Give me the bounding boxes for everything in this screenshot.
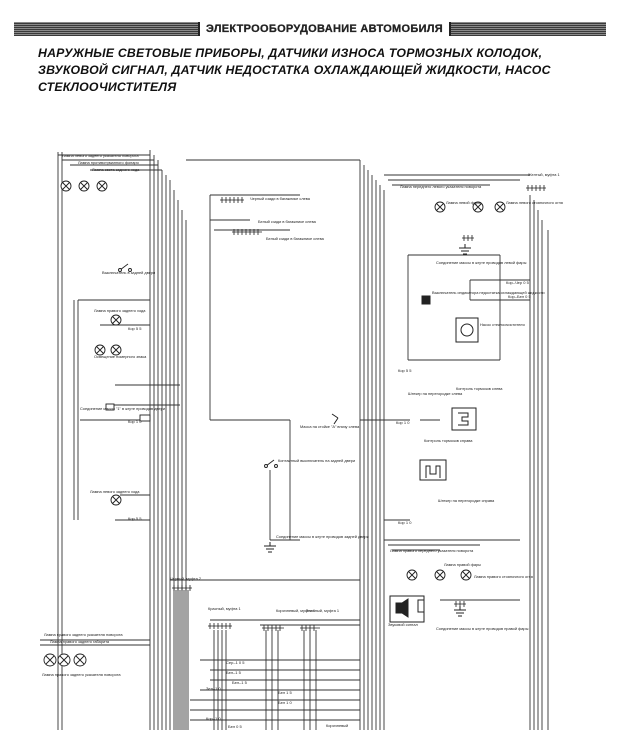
label-coolant-sensor: Выключатель индикатора недостатка охлажд… <box>432 290 545 295</box>
label-black-rear-left: Черный сзади в багажнике слева <box>250 196 311 201</box>
page-title: Наружные световые приборы, датчики износ… <box>38 46 551 94</box>
lamp-right-headlight <box>434 569 446 581</box>
label-yellow-cluster-1: Желтый, муфта 1 <box>528 172 560 177</box>
label-right-brake-wear: Штекер на перегородке справа <box>438 498 495 503</box>
label-left-headlight: Лампа левой фары <box>446 200 481 205</box>
label-plate-lamp: Освещение номерного знака <box>94 354 147 359</box>
section-banner: Электрооборудование автомобиля <box>14 22 606 36</box>
label-lamp-rear-side: Лампа правого заднего хода <box>94 308 146 313</box>
svg-text:Кор 5 5: Кор 5 5 <box>128 516 142 521</box>
label-ground-right-headlight: Соединение массы в жгуте проводов правой… <box>436 626 529 631</box>
label-rear-reverse: Лампа света заднего хода <box>92 167 140 172</box>
label-rear-right-legend: Лампа правого заднего указателя поворота <box>42 672 121 677</box>
section-banner-label: Электрооборудование автомобиля <box>198 22 452 36</box>
lamp-rear-fog <box>78 180 90 192</box>
lamp-plate <box>94 344 106 356</box>
lamp-rear-right-2 <box>73 653 87 667</box>
washer-pump-motor <box>460 323 474 337</box>
lamp-front-left-turn <box>434 201 446 213</box>
left-brake-wear-sensor <box>451 407 477 431</box>
lamp-left-parking <box>494 201 506 213</box>
label-right-headlight: Лампа правой фары <box>444 562 481 567</box>
lamp-rear-left-turn <box>60 180 72 192</box>
label-white-rear-left-2: Белый сзади в багажнике слева <box>266 236 325 241</box>
label-black-cluster-2: Черный, муфта 2 <box>170 576 201 581</box>
label-contact-switch: Контактный выключатель на задней двери <box>278 458 355 463</box>
label-white-rear-left-1: Белый сзади в багажнике слева <box>258 219 317 224</box>
svg-text:Бел 1 5: Бел 1 5 <box>278 690 292 695</box>
label-rear-right-lights: Лампа правого заднего габарита <box>50 639 110 644</box>
svg-text:Кор–Бел 0 5: Кор–Бел 0 5 <box>508 294 532 299</box>
label-left-parking: Лампа левого стояночного огня <box>506 200 563 205</box>
coolant-sensor <box>421 295 431 305</box>
label-left-brake-wear: Штекер на перегородке слева <box>408 391 463 396</box>
lamp-right-parking <box>460 569 472 581</box>
svg-text:Кор 1 0: Кор 1 0 <box>128 419 142 424</box>
svg-text:Кор 1 0: Кор 1 0 <box>398 520 412 525</box>
svg-text:Кор 5 5: Кор 5 5 <box>128 326 142 331</box>
label-washer-pump: Насос стеклоочистителя <box>480 322 525 327</box>
svg-text:Кор 1 0: Кор 1 0 <box>396 420 410 425</box>
svg-text:Бел–1 5: Бел–1 5 <box>232 680 248 685</box>
label-ground-rear-door: Соединение массы в жгуте проводов задней… <box>276 534 369 539</box>
right-brake-wear-sensor <box>419 459 447 481</box>
label-ground-body-a: Масса на стойке "А" внизу слева <box>300 424 360 429</box>
lamp-rear-right-side <box>110 314 122 326</box>
label-rear-fog: Лампа противотуманного фонаря <box>78 160 139 165</box>
label-horn: Звуковой сигнал <box>388 622 418 627</box>
label-green-cluster: Зеленый, муфта 1 <box>306 608 339 613</box>
label-front-right-turn: Лампа правого переднего указателя поворо… <box>390 548 474 553</box>
label-left-brake-contact: Контроль тормозов слева <box>456 386 503 391</box>
label-ground-left-headlight: Соединение массы в жгуте проводов левой … <box>436 260 527 265</box>
lamp-rear-reverse <box>96 180 108 192</box>
wire-code-labels: Кор 5 5 Кор 1 0 Кор 5 5 Кор 1 0 Кор 1 0 … <box>128 280 532 729</box>
lamp-front-right-turn <box>406 569 418 581</box>
components <box>389 295 479 623</box>
label-lamp-rear-left-side: Лампа левого заднего хода <box>90 489 140 494</box>
label-right-brake-contact: Контроль тормозов справа <box>424 438 473 443</box>
label-front-left-turn: Лампа переднего левого указателя поворот… <box>400 184 482 189</box>
svg-text:Зел–1 0: Зел–1 0 <box>206 686 221 691</box>
svg-text:Кор 5 5: Кор 5 5 <box>398 368 412 373</box>
label-ground-rear-1: Соединение массы "1" в жгуте проводов дв… <box>80 406 165 411</box>
lamp-rear-left-side <box>110 494 122 506</box>
lamp-left-headlight <box>472 201 484 213</box>
horn-icon <box>395 598 409 618</box>
label-brown-bottom: Коричневый <box>326 723 348 728</box>
wire-bundle <box>40 150 549 730</box>
ground-symbols <box>264 244 471 617</box>
svg-text:Бел–1 5: Бел–1 5 <box>226 670 242 675</box>
lamp-symbols <box>43 180 506 667</box>
label-brown-cluster: Коричневый, муфта 1 <box>276 608 315 613</box>
lamp-rear-right-1 <box>57 653 71 667</box>
label-rear-left-turn: Лампа левого заднего указателя поворота <box>62 153 139 158</box>
connector-clusters <box>172 185 546 631</box>
label-red-cluster-1: Красный, муфта 1 <box>208 606 241 611</box>
svg-text:Сер–1 0 5: Сер–1 0 5 <box>226 660 245 665</box>
svg-text:Кор–Чер 0 5: Кор–Чер 0 5 <box>506 280 530 285</box>
label-rear-right-turn: Лампа правого заднего указателя поворота <box>44 632 123 637</box>
svg-text:Бел 0 5: Бел 0 5 <box>228 724 242 729</box>
svg-text:Бел 1 0: Бел 1 0 <box>278 700 292 705</box>
switch-symbols <box>105 263 278 468</box>
label-right-parking: Лампа правого стояночного огня <box>474 574 533 579</box>
svg-text:Кор–1 0: Кор–1 0 <box>206 716 221 721</box>
lamp-rear-right-turn <box>43 653 57 667</box>
lamp-plate-2 <box>110 344 122 356</box>
label-rear-door-switch: Выключатель в задней двери <box>102 270 155 275</box>
